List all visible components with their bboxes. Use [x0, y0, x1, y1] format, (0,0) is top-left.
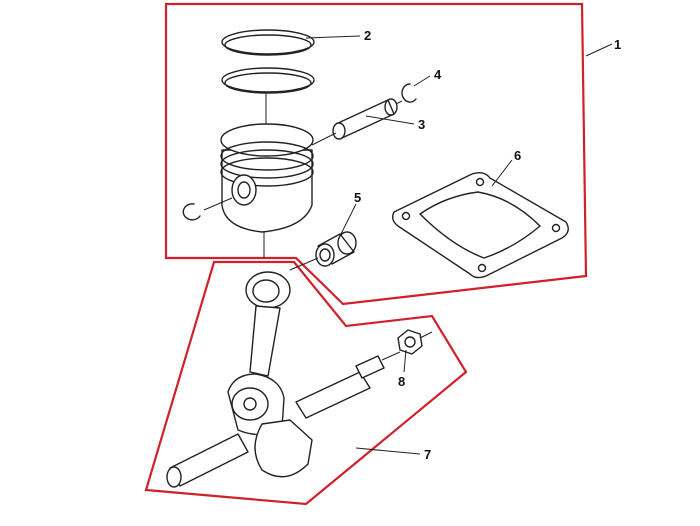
crankshaft	[166, 271, 401, 488]
callout-2: 2	[364, 28, 371, 43]
leader-line-4	[413, 75, 431, 87]
callout-1: 1	[614, 37, 621, 52]
leader-line-2	[305, 35, 361, 39]
callout-7: 7	[424, 447, 431, 462]
callout-5: 5	[354, 190, 361, 205]
callout-6: 6	[514, 148, 521, 163]
group-frame-1	[164, 2, 588, 306]
group-frame-7	[144, 260, 468, 506]
wrist-pin	[311, 98, 403, 146]
leader-line-7	[355, 447, 421, 455]
leader-line-1	[585, 43, 613, 57]
piston	[220, 123, 314, 258]
callout-8: 8	[398, 374, 405, 389]
circlip-left	[182, 197, 233, 221]
leader-line-8	[403, 349, 407, 373]
callout-3: 3	[418, 117, 425, 132]
cylinder-gasket	[391, 171, 569, 279]
nut	[397, 329, 433, 355]
leader-line-5	[339, 203, 357, 237]
callout-4: 4	[434, 67, 442, 82]
piston-rings	[221, 29, 315, 138]
leader-line-6	[491, 159, 513, 187]
circlip-right	[401, 83, 417, 103]
leader-line-3	[365, 115, 415, 125]
needle-bearing	[289, 231, 357, 271]
